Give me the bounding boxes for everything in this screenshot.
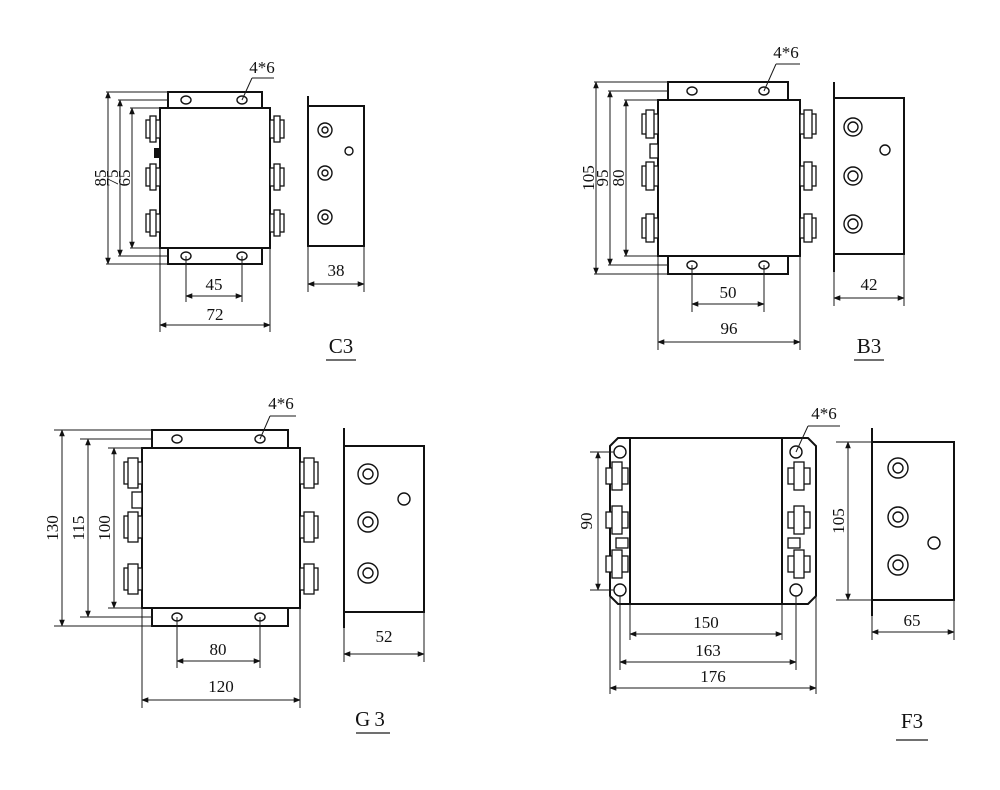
c3-height-65: 65 (115, 170, 134, 187)
c3-depth-38: 38 (328, 261, 345, 280)
b3-side-view (833, 97, 905, 255)
c3-model-label: C3 (329, 334, 354, 358)
g3-left-terminals (123, 457, 143, 595)
f3-filter-body (629, 437, 783, 605)
c3-right-terminals (269, 115, 285, 237)
c3-mount-hole (180, 95, 192, 105)
g3-right-terminals (299, 457, 319, 595)
c3-width-45: 45 (206, 275, 223, 294)
b3-model-label: B3 (857, 334, 882, 358)
f3-depth-105: 105 (829, 508, 848, 534)
c3-filter-body (159, 107, 271, 249)
b3-filter-body (657, 99, 801, 257)
f3-left-terminals (605, 461, 629, 579)
b3-width-50: 50 (720, 283, 737, 302)
f3-right-terminals (787, 461, 811, 579)
c3-side-view (307, 105, 365, 247)
f3-height-90: 90 (577, 513, 596, 530)
f3-width-176: 176 (700, 667, 726, 686)
b3-bottom-flange (667, 255, 789, 275)
b3-mount-spec: 4*6 (773, 43, 799, 62)
b3-top-flange (667, 81, 789, 101)
f3-mount-spec: 4*6 (811, 404, 837, 423)
g3-mount-spec: 4*6 (268, 394, 294, 413)
model-b3: 105 95 80 50 96 4*6 42 B3 (579, 43, 905, 361)
g3-height-100: 100 (95, 515, 114, 541)
g3-side-view (343, 445, 425, 613)
f3-side-view (871, 441, 955, 601)
g3-height-115: 115 (69, 516, 88, 541)
model-g3: 130 115 100 80 120 4*6 52 G3 (43, 394, 425, 734)
c3-left-terminals (145, 115, 161, 237)
g3-height-130: 130 (43, 515, 62, 541)
b3-right-terminals (799, 109, 817, 243)
g3-depth-52: 52 (376, 627, 393, 646)
c3-height-75: 75 (103, 170, 122, 187)
g3-model-label: G3 (355, 707, 389, 731)
f3-width-163: 163 (695, 641, 721, 660)
g3-width-80: 80 (210, 640, 227, 659)
f3-width-150: 150 (693, 613, 719, 632)
b3-height-80: 80 (609, 170, 628, 187)
model-f3: 90 150 163 176 4*6 105 65 F3 (577, 404, 955, 741)
c3-width-72: 72 (207, 305, 224, 324)
b3-height-95: 95 (593, 170, 612, 187)
f3-model-label: F3 (901, 709, 923, 733)
g3-width-120: 120 (208, 677, 234, 696)
g3-filter-body (141, 447, 301, 609)
f3-side-width-65: 65 (904, 611, 921, 630)
c3-height-85: 85 (91, 170, 110, 187)
b3-height-105: 105 (579, 165, 598, 191)
b3-depth-42: 42 (861, 275, 878, 294)
b3-left-terminals (641, 109, 659, 243)
model-c3: 85 75 65 45 72 4*6 38 C3 (91, 58, 365, 361)
b3-width-96: 96 (721, 319, 738, 338)
c3-mount-spec: 4*6 (249, 58, 275, 77)
